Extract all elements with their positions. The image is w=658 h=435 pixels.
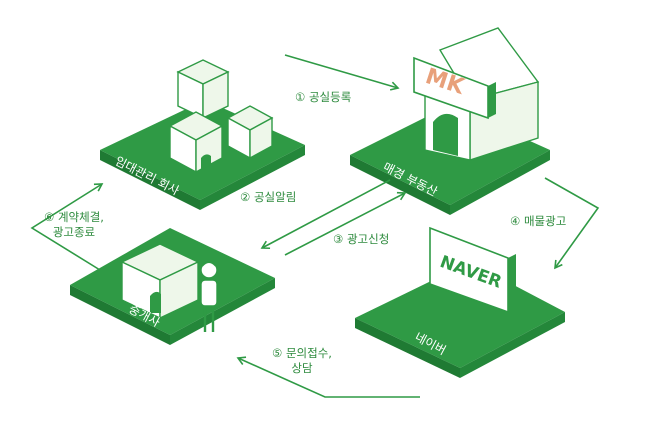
arrow-step-3 bbox=[284, 191, 407, 256]
step-3-label: ③ 광고신청 bbox=[333, 232, 390, 246]
step-5-line-2: 상담 bbox=[291, 361, 313, 375]
step-6-label: ⑥ 계약체결, 광고종료 bbox=[44, 210, 104, 240]
rental-company-node bbox=[100, 59, 305, 210]
step-6-line-1: ⑥ 계약체결, bbox=[44, 210, 104, 224]
arrows bbox=[30, 54, 600, 398]
mk-sign bbox=[413, 56, 496, 120]
arrow-step-4 bbox=[544, 177, 600, 270]
step-4-label: ④ 매물광고 bbox=[510, 214, 567, 228]
step-1-label: ① 공실등록 bbox=[295, 90, 352, 104]
step-6-line-2: 광고종료 bbox=[52, 225, 96, 239]
arrow-step-2 bbox=[260, 179, 391, 250]
arrow-step-5 bbox=[236, 356, 420, 398]
naver-billboard bbox=[429, 226, 516, 318]
step-5-label: ⑤ 문의접수, 상담 bbox=[272, 346, 332, 376]
building-icon bbox=[176, 59, 230, 120]
arrow-step-1 bbox=[284, 54, 400, 91]
mk-realty-node bbox=[350, 27, 550, 215]
step-2-label: ② 공실알림 bbox=[240, 190, 297, 204]
person-icon bbox=[200, 261, 218, 332]
arrow-step-6 bbox=[30, 183, 104, 271]
building-icon bbox=[168, 111, 224, 174]
building-icon bbox=[226, 105, 274, 160]
office-icon bbox=[120, 243, 200, 320]
broker-node bbox=[70, 228, 275, 345]
step-5-line-1: ⑤ 문의접수, bbox=[272, 346, 332, 360]
naver-node bbox=[355, 226, 565, 378]
